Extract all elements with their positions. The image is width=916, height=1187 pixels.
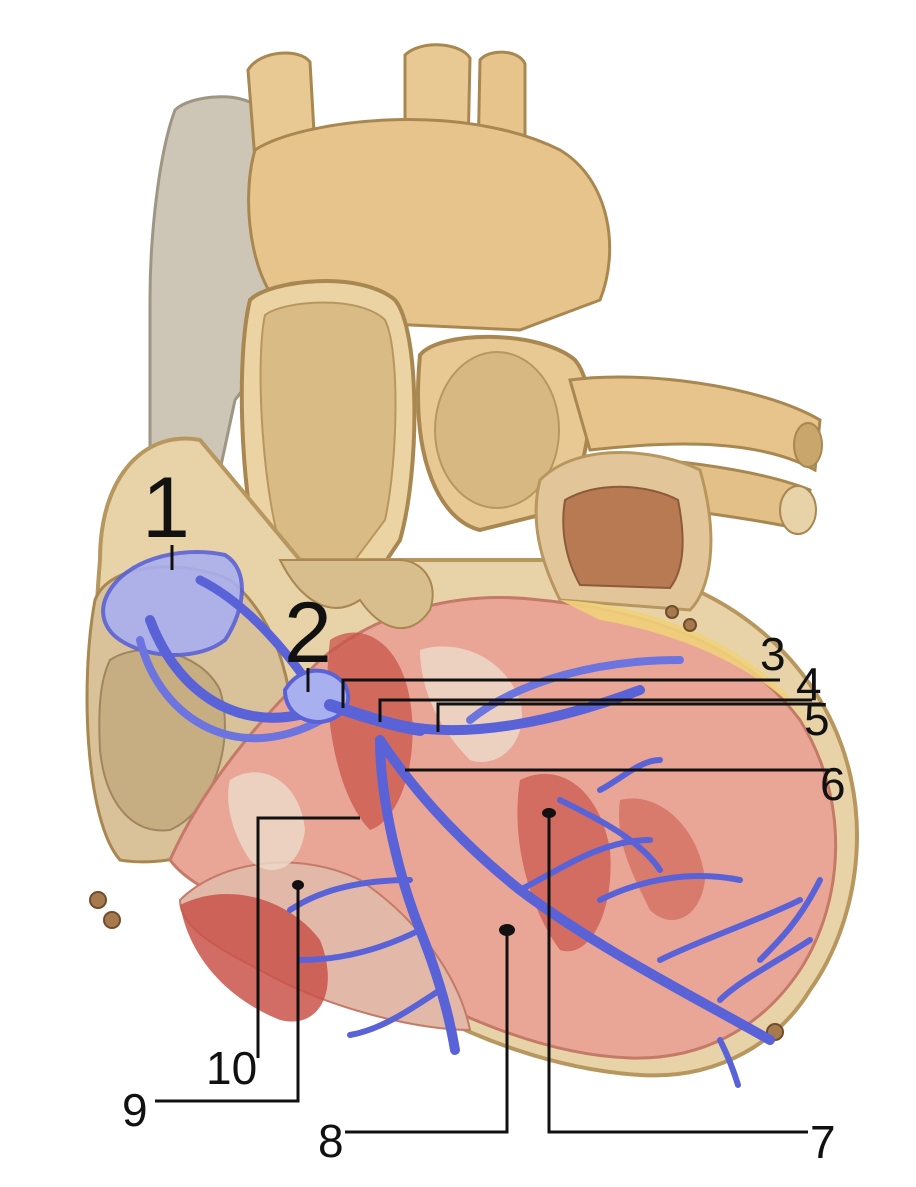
vein-cut-1 xyxy=(793,422,823,468)
leader-7 xyxy=(547,813,808,1134)
label-7: 7 xyxy=(810,1116,836,1168)
coronary-cut-1 xyxy=(89,891,107,909)
right-bundle-branch xyxy=(375,735,460,1055)
purkinje-fiber-5 xyxy=(297,927,423,963)
muscle-red-4 xyxy=(619,798,705,920)
conduction-system xyxy=(101,550,823,1088)
aortic-lumen xyxy=(259,301,397,561)
purkinje-fiber-2 xyxy=(597,873,743,903)
leader-8 xyxy=(345,930,509,1134)
leader-9 xyxy=(155,885,300,1103)
number-labels: 1 2 3 4 5 6 7 8 9 10 xyxy=(122,460,846,1168)
right-atrium-fossa xyxy=(98,649,226,832)
purkinje-fiber-3 xyxy=(657,897,803,963)
internodal-tract-2 xyxy=(136,636,334,743)
valve-cusps xyxy=(278,559,434,629)
label-5: 5 xyxy=(804,693,830,745)
coronary-cut-2 xyxy=(103,911,121,929)
leader-5 xyxy=(436,702,822,732)
purkinje-fiber-10 xyxy=(757,877,823,963)
sinoatrial-node xyxy=(101,550,244,657)
purkinje-fiber-7 xyxy=(347,987,443,1038)
label-8: 8 xyxy=(318,1115,344,1167)
label-2: 2 xyxy=(284,585,332,681)
dot-9 xyxy=(292,880,304,890)
left-atrium-cut xyxy=(562,485,684,590)
aortic-arch xyxy=(247,118,612,332)
leader-4 xyxy=(378,698,812,722)
muscle-red-2 xyxy=(327,632,413,830)
chordae-tendineae-2 xyxy=(228,772,305,870)
leader-lines xyxy=(155,545,836,1134)
label-10: 10 xyxy=(206,1042,257,1094)
leader-3 xyxy=(341,678,780,708)
muscle-red-1 xyxy=(180,893,328,1022)
vein-cut-2 xyxy=(779,485,817,535)
great-vessels xyxy=(148,43,823,602)
left-bundle-lower xyxy=(375,735,775,1045)
label-3: 3 xyxy=(760,628,786,680)
purkinje-fiber-9 xyxy=(557,797,663,873)
label-9: 9 xyxy=(122,1084,148,1136)
purkinje-fibers xyxy=(287,757,823,1088)
dot-8 xyxy=(499,924,515,936)
purkinje-fiber-11 xyxy=(717,1037,741,1088)
leader-10 xyxy=(256,816,360,1058)
dot-7 xyxy=(542,808,556,818)
label-6: 6 xyxy=(820,758,846,810)
label-4: 4 xyxy=(796,658,822,710)
label-1: 1 xyxy=(142,460,190,556)
purkinje-fiber-4 xyxy=(717,937,813,1003)
purkinje-fiber-6 xyxy=(287,877,413,913)
pulmonary-lumen xyxy=(434,351,560,509)
left-bundle-upper xyxy=(466,656,684,724)
coronary-cut-4 xyxy=(683,618,697,632)
coronary-cut-3 xyxy=(665,605,679,619)
